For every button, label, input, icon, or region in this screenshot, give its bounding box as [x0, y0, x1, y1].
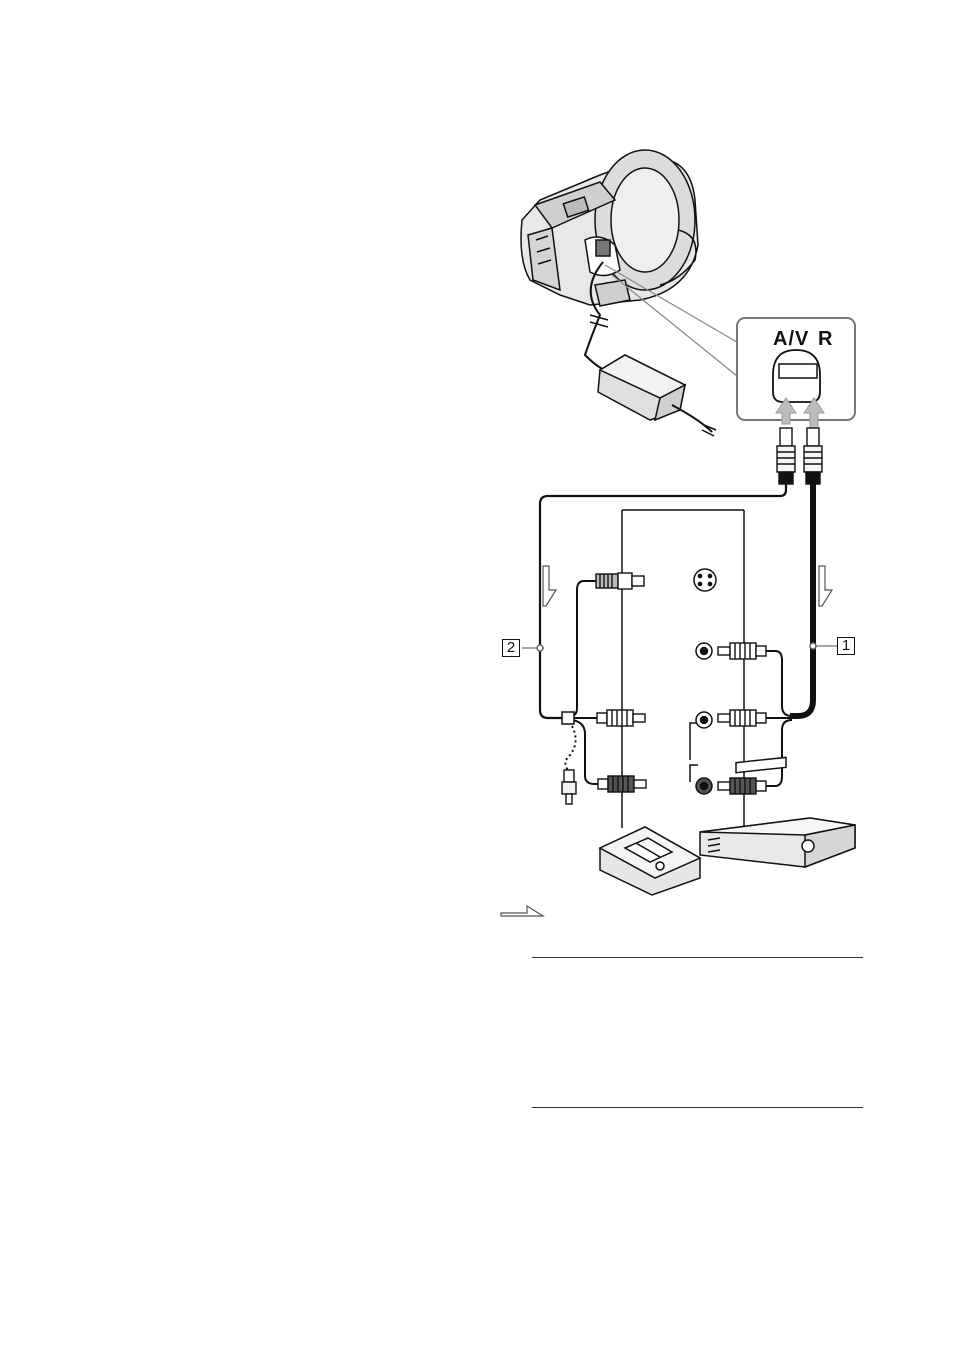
- signal-flow-arrow-left: [543, 566, 556, 606]
- divider-bottom: [532, 1107, 863, 1108]
- s-video-jack: [694, 569, 716, 591]
- jack-label-r: R: [818, 328, 833, 351]
- divider-top: [532, 957, 863, 958]
- rca-jack-video: [696, 643, 712, 659]
- rca-jack-audio-red: [696, 778, 712, 794]
- av-plug-right: [804, 428, 822, 484]
- rca-plug-right-video: [718, 643, 766, 659]
- rca-plug-left-red: [598, 776, 646, 792]
- rca-plug-right-red: [718, 778, 766, 794]
- dvd-writer-illustration: [600, 827, 700, 895]
- cable-2-branches: [570, 581, 598, 784]
- jack-label-av: A/V: [773, 328, 809, 351]
- legend-signal-flow-arrow: [501, 906, 543, 916]
- cable-2-junction: [562, 712, 574, 724]
- av-plug-left: [777, 428, 795, 484]
- s-video-plug: [596, 573, 644, 589]
- cable-1: [790, 484, 813, 716]
- rca-plug-right-white: [718, 710, 766, 726]
- cable-label-2: 2: [502, 639, 520, 657]
- ac-adapter-illustration: [598, 355, 716, 436]
- camcorder-illustration: [521, 150, 698, 306]
- signal-flow-arrow-right: [819, 566, 832, 606]
- cable-label-1: 1: [837, 637, 855, 655]
- audio-sub-plug: [562, 770, 576, 804]
- vcr-illustration: [700, 757, 855, 867]
- rca-jack-audio-white: [696, 712, 712, 728]
- audio-sub-cable: [565, 726, 575, 770]
- rca-plug-left-white: [597, 710, 645, 726]
